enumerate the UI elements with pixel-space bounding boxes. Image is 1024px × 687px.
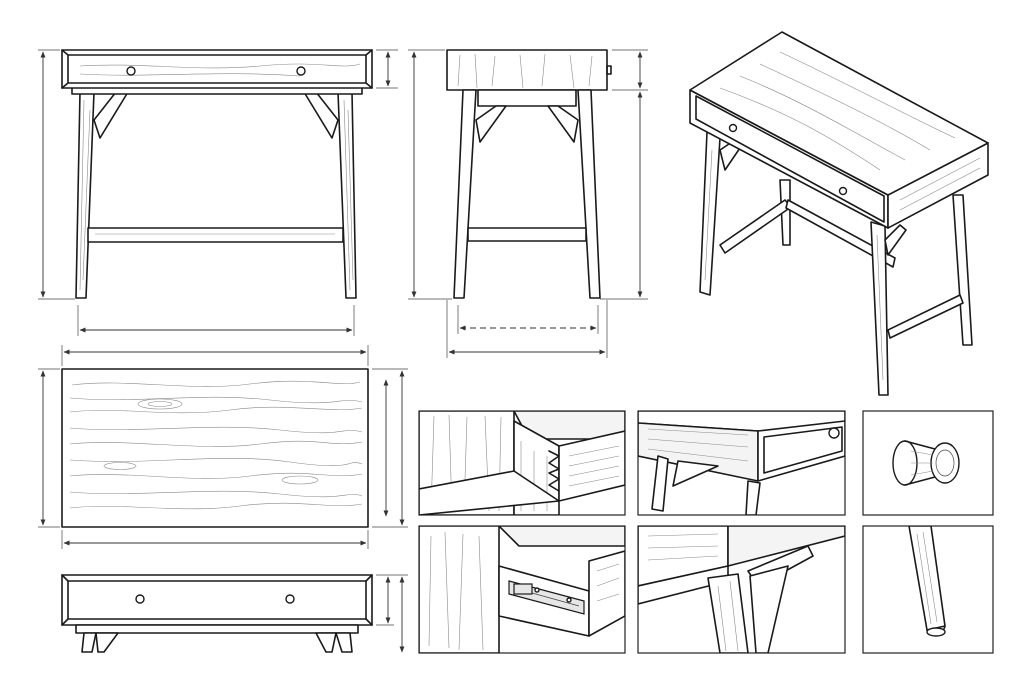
- knob-icon: [838, 186, 848, 196]
- top-plan-view: [38, 345, 408, 549]
- knob-icon: [728, 123, 738, 133]
- front-left-leg: [75, 91, 95, 299]
- drawer-front-elevation-view: [61, 574, 408, 653]
- side-right-brace: [547, 105, 579, 143]
- drawer-front-box: [61, 574, 373, 626]
- iso-back-left-leg: [779, 179, 791, 246]
- knob-icon: [285, 594, 295, 604]
- isometric-view: [689, 31, 989, 396]
- front-left-brace: [93, 91, 129, 139]
- iso-right-stretcher: [887, 294, 964, 339]
- iso-center-stretcher: [785, 199, 896, 268]
- iso-front-right-leg: [870, 221, 889, 396]
- iso-right-brace: [884, 224, 907, 256]
- detail-leg-joint: [637, 525, 846, 654]
- side-stretcher: [467, 227, 587, 242]
- side-right-leg: [577, 89, 601, 299]
- side-left-leg: [453, 89, 477, 299]
- knob-icon: [135, 594, 145, 604]
- tabletop-plan: [61, 368, 369, 528]
- drawer-front-apron: [75, 624, 359, 634]
- iso-back-right-leg: [952, 194, 973, 346]
- knob-icon: [296, 66, 306, 76]
- knob-icon: [126, 66, 136, 76]
- side-apron: [477, 89, 577, 107]
- side-elevation-view: [408, 49, 648, 358]
- front-stretcher: [87, 227, 344, 243]
- detail-dovetail-joint: [418, 410, 626, 516]
- front-top-box: [61, 49, 373, 89]
- iso-left-stretcher: [719, 199, 792, 254]
- detail-drawer-slide: [418, 525, 626, 654]
- front-right-brace: [303, 91, 339, 139]
- side-left-brace: [475, 105, 507, 143]
- iso-top-surface: [689, 31, 989, 196]
- detail-front-corner: [637, 410, 846, 516]
- iso-front-left-leg: [699, 131, 721, 296]
- detail-leg-foot: [862, 525, 994, 654]
- front-elevation-view: [38, 49, 398, 336]
- side-top-box: [446, 49, 608, 91]
- detail-knob: [862, 410, 994, 516]
